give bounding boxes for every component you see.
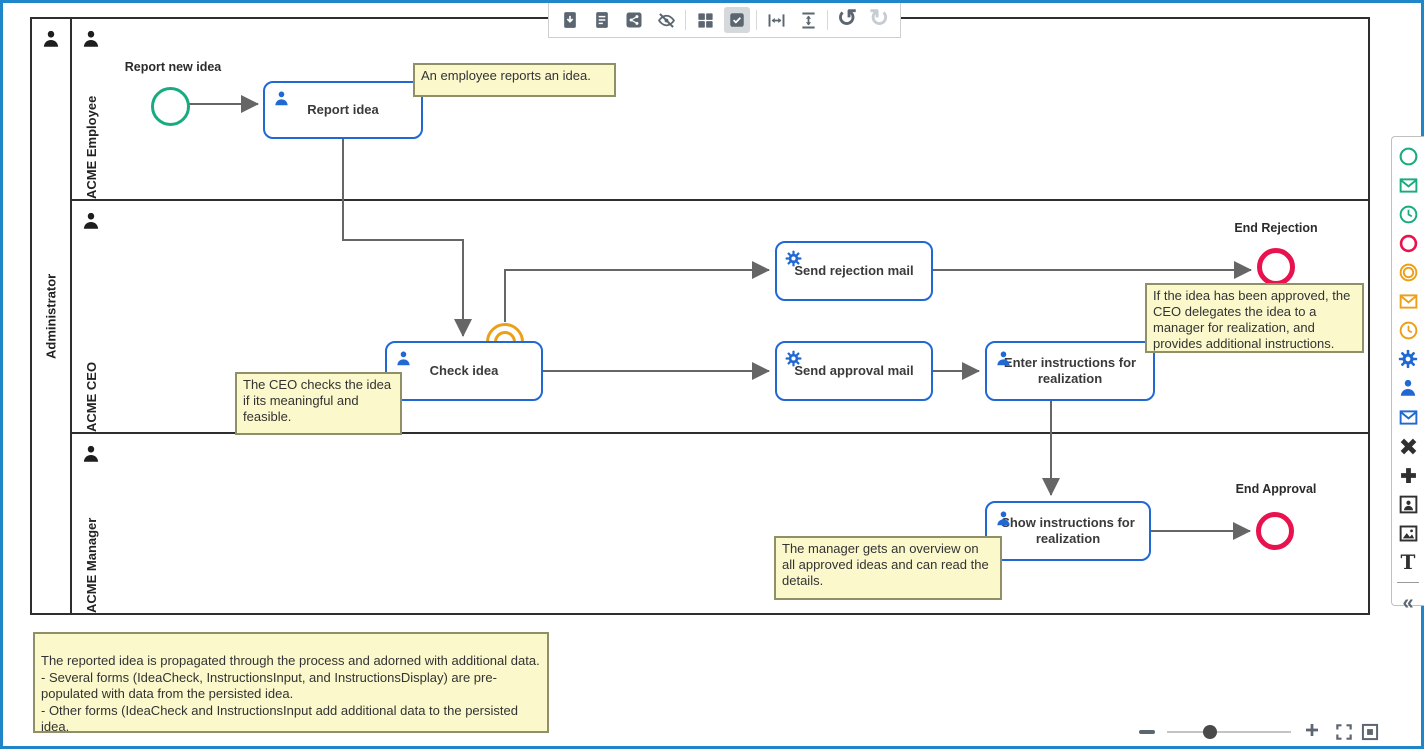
grid-button[interactable] — [692, 7, 718, 33]
service-task-gear-icon — [785, 350, 802, 367]
annotation-text: The reported idea is propagated through … — [41, 653, 540, 734]
timer-start-event-tool[interactable] — [1397, 203, 1419, 225]
task-label: Send rejection mail — [794, 262, 914, 278]
task-label: Enter instructions for realization — [1003, 354, 1137, 386]
image-tool[interactable] — [1397, 522, 1419, 544]
lane-person-icon — [83, 445, 99, 462]
lane-label: ACME Employee — [84, 95, 99, 199]
lanes-container: ACME Employee ACME CEO ACME Manager — [72, 19, 1368, 613]
hide-elements-button[interactable] — [653, 7, 679, 33]
exclusive-gateway-tool[interactable] — [1397, 435, 1419, 457]
annotation-ceo-checks[interactable]: The CEO checks the idea if its meaningfu… — [235, 372, 402, 435]
document-button[interactable] — [589, 7, 615, 33]
task-show-instructions[interactable]: Show instructions for realization — [985, 501, 1151, 561]
annotation-reported-idea-data[interactable]: The reported idea is propagated through … — [33, 632, 549, 734]
send-task-tool[interactable] — [1397, 406, 1419, 428]
top-toolbar: ↺ ↻ — [548, 3, 901, 38]
zoom-slider[interactable] — [1167, 725, 1291, 739]
user-task-icon — [397, 351, 410, 366]
user-task-icon — [997, 351, 1010, 366]
multiselect-checkbox-button[interactable] — [724, 7, 750, 33]
annotation-manager-overview[interactable]: The manager gets an overview on all appr… — [774, 536, 1002, 600]
end-event-rejection[interactable] — [1257, 248, 1295, 286]
task-label: Report idea — [307, 101, 379, 117]
task-report-idea[interactable]: Report idea — [263, 81, 423, 139]
task-send-rejection-mail[interactable]: Send rejection mail — [775, 241, 933, 301]
message-start-event-tool[interactable] — [1397, 174, 1419, 196]
message-intermediate-event-tool[interactable] — [1397, 290, 1419, 312]
start-event-label: Report new idea — [124, 60, 222, 74]
fit-height-button[interactable] — [795, 7, 821, 33]
service-task-gear-icon — [785, 250, 802, 267]
lane-acme-employee[interactable]: ACME Employee — [72, 19, 1368, 201]
start-event-tool[interactable] — [1397, 145, 1419, 167]
user-task-icon — [997, 511, 1010, 526]
end-event-approval[interactable] — [1256, 512, 1294, 550]
pool-header[interactable]: Administrator — [32, 19, 72, 613]
end-event-tool[interactable] — [1397, 232, 1419, 254]
user-image-tool[interactable] — [1397, 493, 1419, 515]
annotation-idea-approved[interactable]: If the idea has been approved, the CEO d… — [1145, 283, 1364, 353]
lane-label: ACME Manager — [84, 517, 99, 613]
lane-acme-manager[interactable]: ACME Manager — [72, 434, 1368, 613]
service-task-tool[interactable] — [1397, 348, 1419, 370]
annotation-text: An employee reports an idea. — [421, 68, 591, 83]
zoom-in-button[interactable] — [1303, 721, 1321, 744]
fit-width-button[interactable] — [763, 7, 789, 33]
pool-label: Administrator — [43, 273, 59, 359]
task-check-idea[interactable]: Check idea — [385, 341, 543, 401]
shape-palette: T « — [1391, 136, 1424, 613]
annotation-text: The CEO checks the idea if its meaningfu… — [243, 377, 392, 424]
collapse-palette-button[interactable]: « — [1402, 592, 1414, 614]
annotation-text: If the idea has been approved, the CEO d… — [1153, 288, 1351, 351]
zoom-slider-handle[interactable] — [1203, 725, 1217, 739]
zoom-controls — [1139, 719, 1389, 745]
lane-acme-ceo[interactable]: ACME CEO — [72, 201, 1368, 434]
lane-person-icon — [83, 30, 99, 47]
task-label: Show instructions for realization — [1001, 514, 1135, 546]
toolbar-separator — [756, 10, 757, 30]
pool-person-icon — [43, 30, 59, 47]
toolbar-separator — [827, 10, 828, 30]
undo-button[interactable]: ↺ — [836, 4, 858, 32]
task-enter-instructions[interactable]: Enter instructions for realization — [985, 341, 1155, 401]
redo-button[interactable]: ↻ — [868, 4, 890, 32]
intermediate-event-tool[interactable] — [1397, 261, 1419, 283]
lane-person-icon — [83, 212, 99, 229]
fit-viewport-button[interactable] — [1357, 719, 1383, 745]
timer-intermediate-event-tool[interactable] — [1397, 319, 1419, 341]
palette-separator — [1397, 582, 1419, 583]
annotation-text: The manager gets an overview on all appr… — [782, 541, 989, 588]
parallel-gateway-tool[interactable] — [1397, 464, 1419, 486]
text-annotation-tool[interactable]: T — [1400, 550, 1416, 574]
task-send-approval-mail[interactable]: Send approval mail — [775, 341, 933, 401]
zoom-out-button[interactable] — [1139, 730, 1155, 734]
end-rejection-label: End Rejection — [1234, 221, 1318, 235]
annotation-employee-reports[interactable]: An employee reports an idea. — [413, 63, 616, 97]
share-button[interactable] — [621, 7, 647, 33]
toolbar-separator — [685, 10, 686, 30]
task-label: Send approval mail — [794, 362, 914, 378]
user-task-icon — [275, 91, 288, 106]
download-document-button[interactable] — [557, 7, 583, 33]
task-label: Check idea — [429, 362, 499, 378]
lane-label: ACME CEO — [84, 361, 99, 432]
fullscreen-button[interactable] — [1331, 719, 1357, 745]
start-event[interactable] — [151, 87, 190, 126]
user-task-tool[interactable] — [1397, 377, 1419, 399]
end-approval-label: End Approval — [1235, 482, 1317, 496]
